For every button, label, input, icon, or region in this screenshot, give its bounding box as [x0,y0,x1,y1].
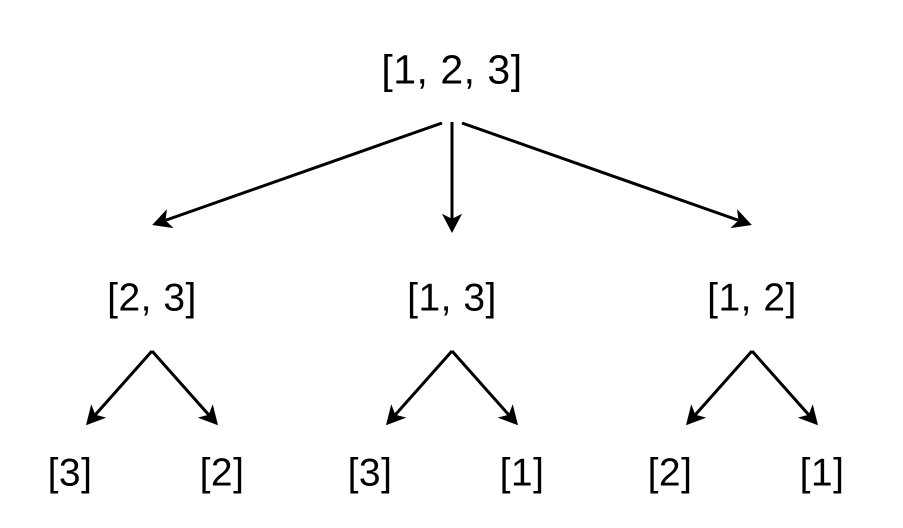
tree-leaf-node: [3] [47,451,93,495]
tree-leaf-node: [3] [347,451,393,495]
tree-leaf-node: [2] [647,451,693,495]
tree-leaf-node: [1] [799,451,845,495]
tree-edge-arrow [86,350,154,426]
tree-root-node: [1, 2, 3] [381,46,523,93]
tree-leaf-node: [1] [499,451,545,495]
tree-edge-arrow [686,350,754,426]
tree-edge-arrow [461,121,752,229]
tree-edge-arrow [152,121,443,229]
tree-branch-node: [2, 3] [107,276,197,320]
tree-branch-node: [1, 3] [407,276,497,320]
tree-edge-arrow [150,350,218,426]
tree-edge-arrow [386,350,454,426]
tree-edges [86,121,818,426]
tree-branch-node: [1, 2] [707,276,797,320]
tree-edge-arrow [750,350,818,426]
tree-edge-arrow [450,350,518,426]
tree-leaf-node: [2] [199,451,245,495]
